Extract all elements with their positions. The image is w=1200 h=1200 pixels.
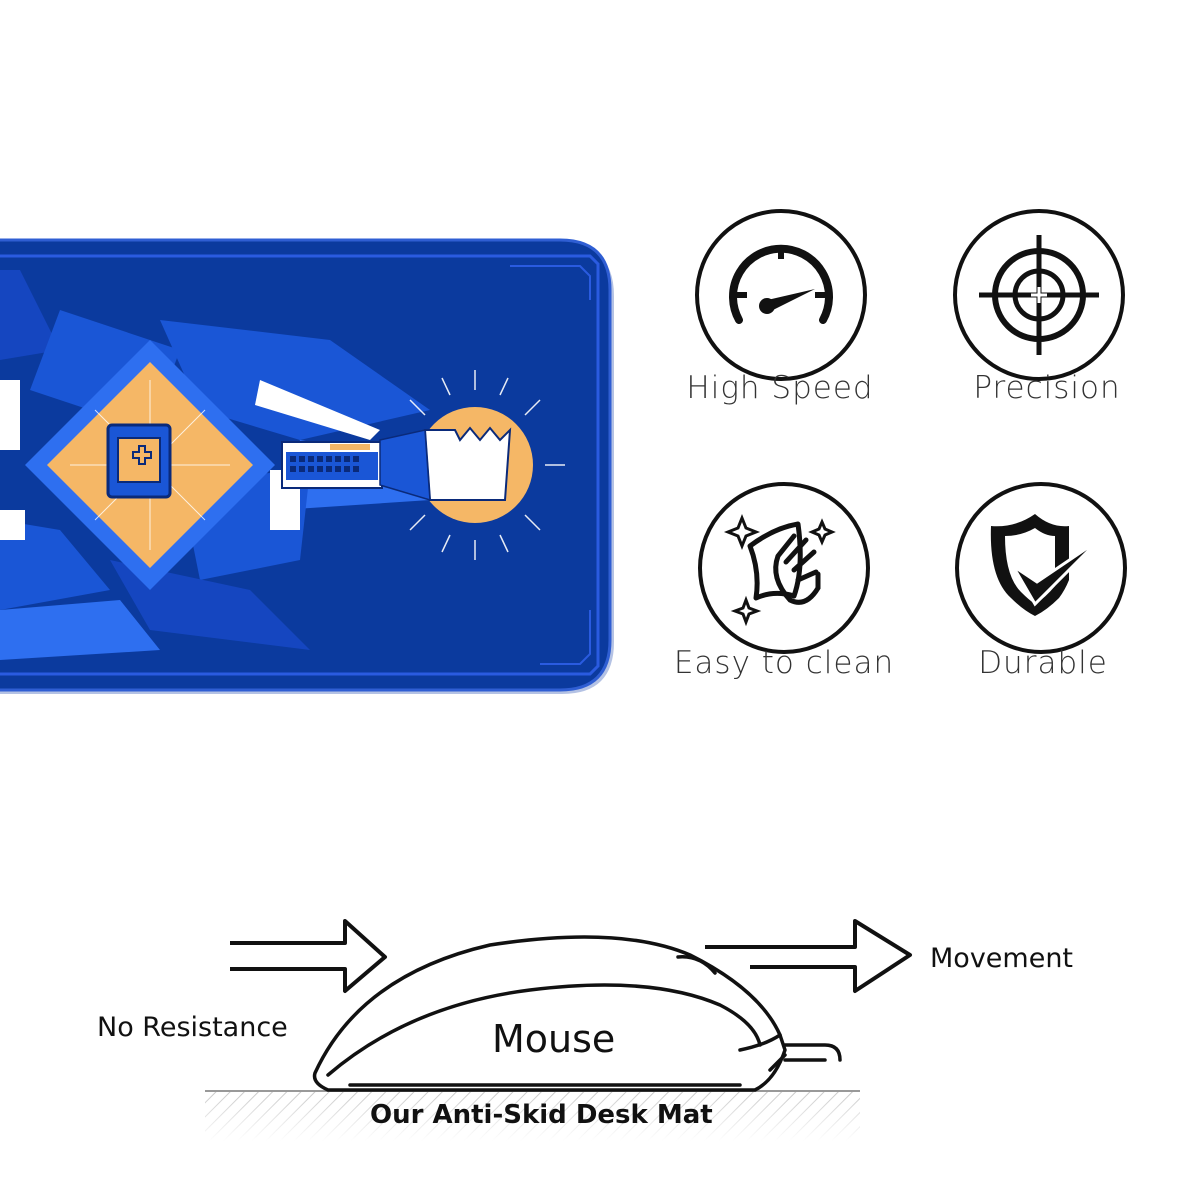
cleaning-hand-icon: [698, 482, 870, 654]
right-arrow-icon: [705, 919, 912, 993]
shield-check-icon: [955, 482, 1127, 654]
crosshair-icon: [953, 209, 1125, 381]
movement-label: Movement: [930, 943, 1073, 974]
surface-label: Our Anti-Skid Desk Mat: [370, 1100, 713, 1130]
mouse-outline: [312, 935, 842, 1092]
desk-mat-illustration: [0, 238, 614, 694]
speedometer-icon: [695, 209, 867, 381]
right-arrow-icon: [230, 919, 387, 993]
feature-label-precision: Precision: [973, 370, 1121, 406]
feature-label-durable: Durable: [978, 645, 1108, 681]
mouse-label: Mouse: [492, 1017, 615, 1061]
mouse-movement-diagram: Mouse Our Anti-Skid Desk Mat No Resistan…: [205, 919, 1073, 1141]
feature-label-clean: Easy to clean: [673, 645, 895, 681]
feature-label-speed: High Speed: [686, 370, 874, 406]
no-resistance-text: No Resistance: [97, 1012, 288, 1043]
